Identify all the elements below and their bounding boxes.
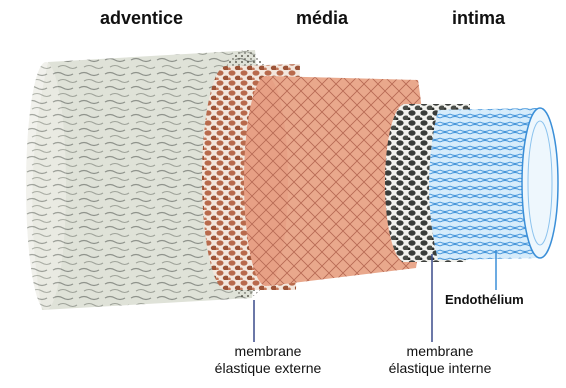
internal-elastic-membrane-label: membrane élastique interne — [360, 343, 520, 377]
intima-layer — [429, 108, 558, 260]
intima-title: intima — [452, 8, 505, 29]
media-title: média — [296, 8, 348, 29]
external-label-line2: élastique externe — [188, 360, 348, 377]
external-elastic-membrane-label: membrane élastique externe — [188, 343, 348, 377]
endothelium-label: Endothélium — [445, 292, 524, 307]
external-label-line1: membrane — [188, 343, 348, 360]
internal-label-line1: membrane — [360, 343, 520, 360]
adventice-title: adventice — [100, 8, 183, 29]
internal-label-line2: élastique interne — [360, 360, 520, 377]
